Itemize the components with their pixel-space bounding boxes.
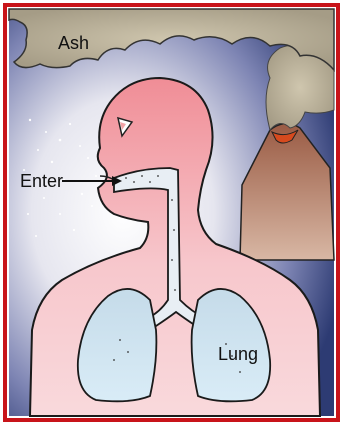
ash-label: Ash [58,33,89,54]
enter-label: Enter [20,171,63,192]
lung-label: Lung [218,344,258,365]
